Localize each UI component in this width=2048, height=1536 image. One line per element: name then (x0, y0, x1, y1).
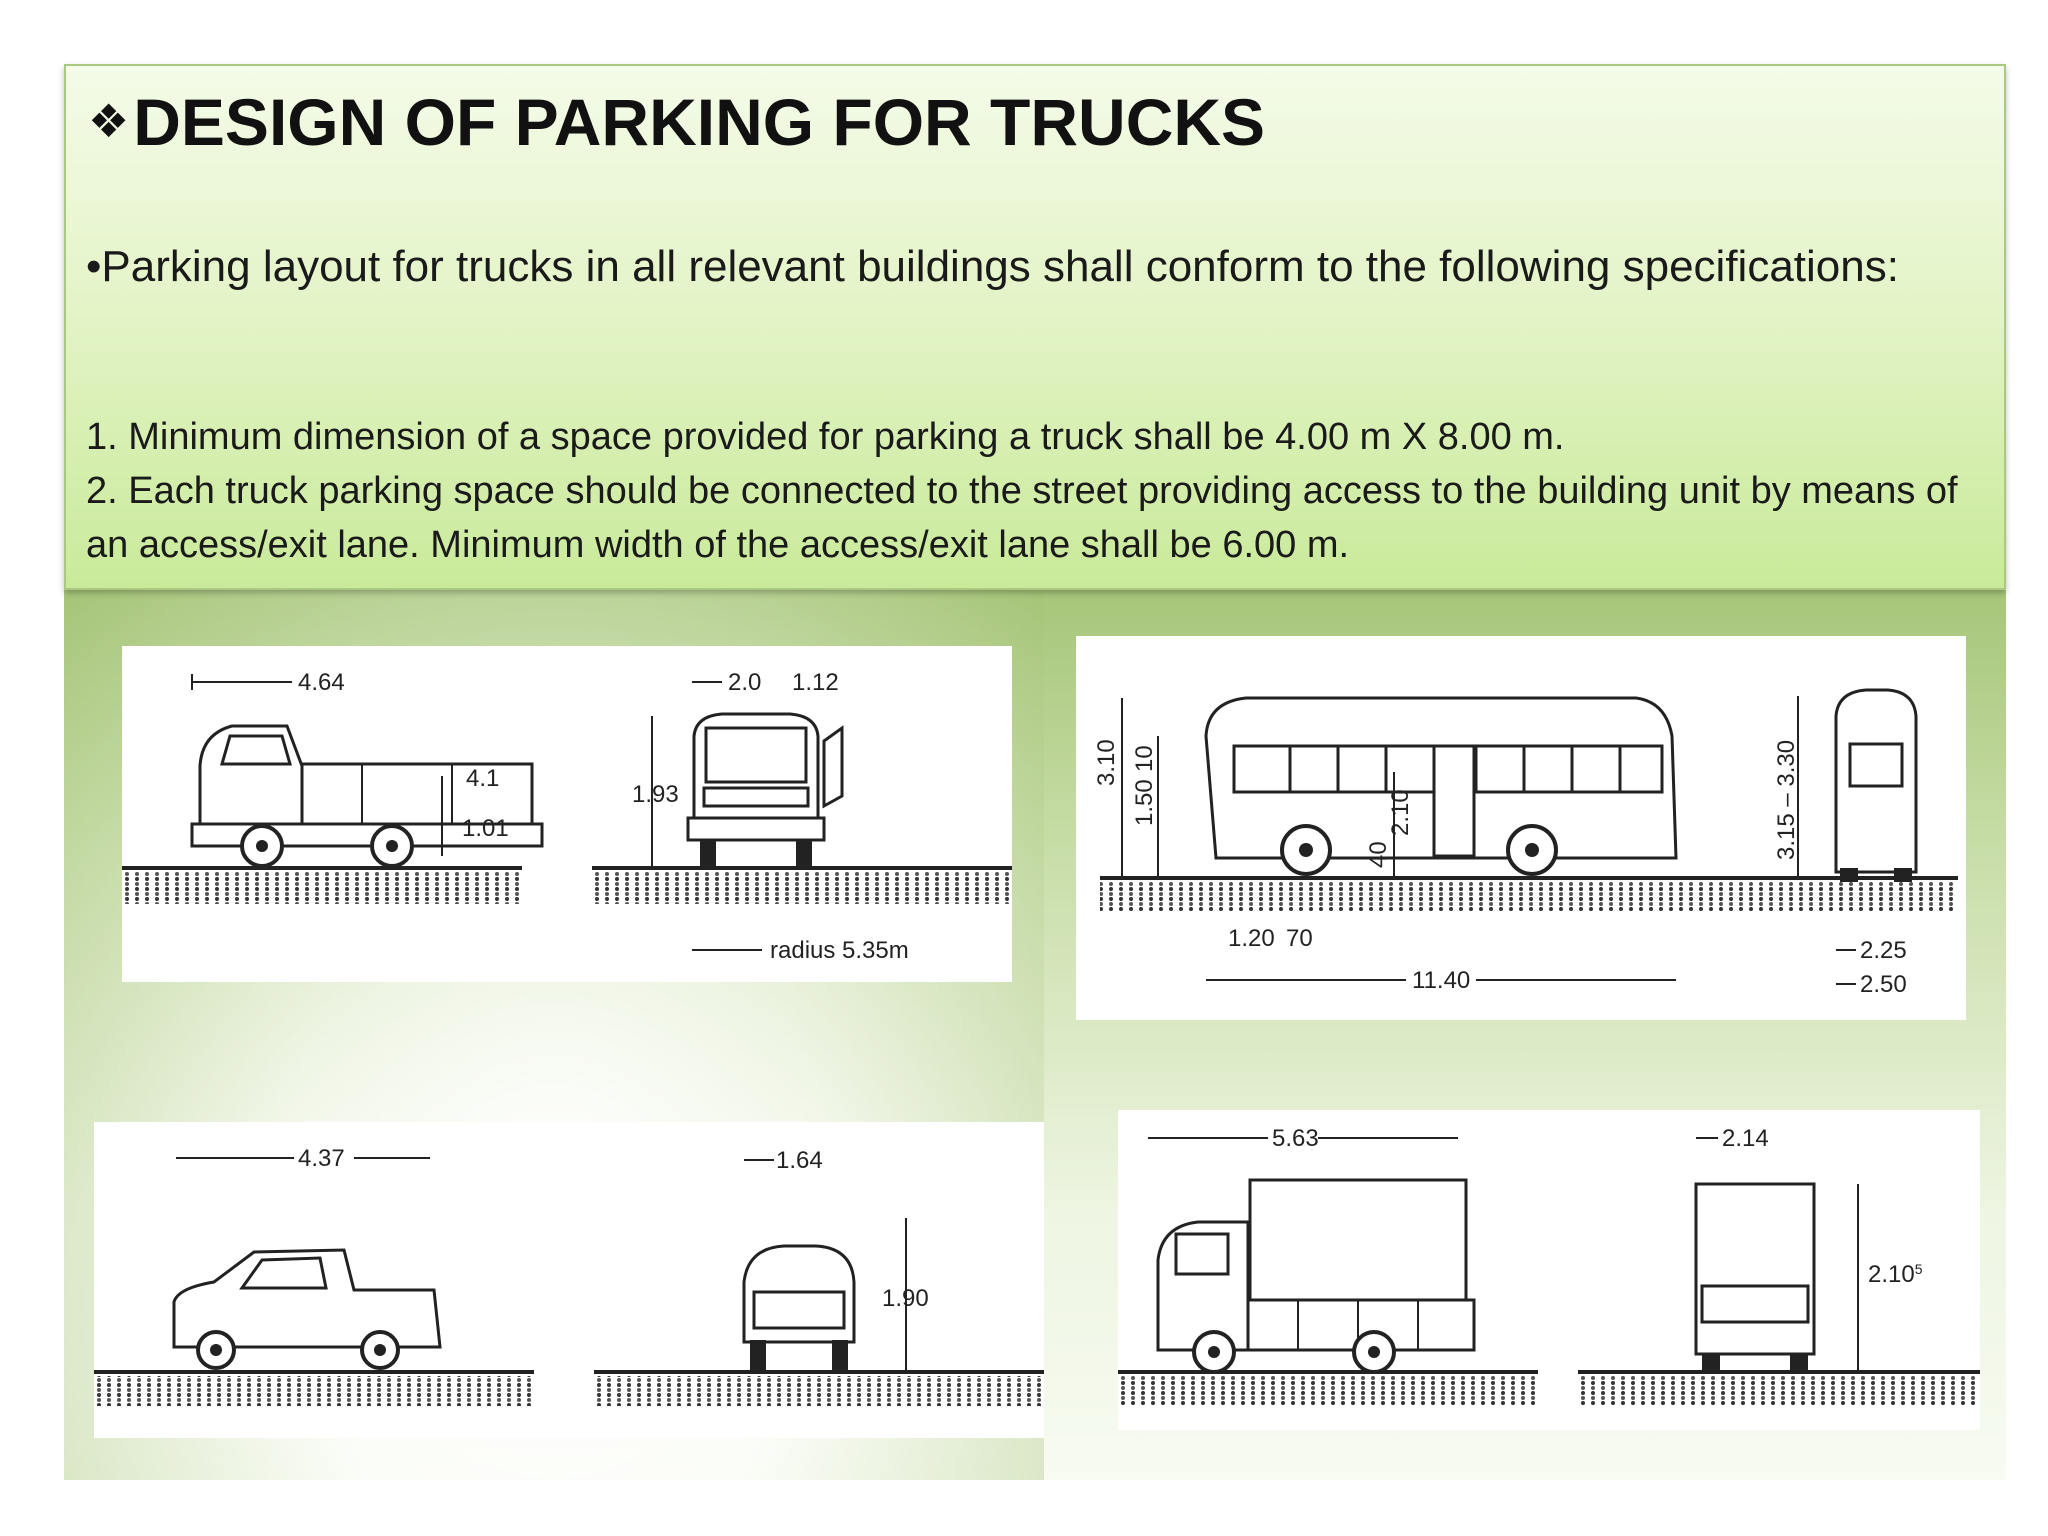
header-box (64, 64, 2006, 590)
dim-bus-height: 3.10 (1093, 739, 1120, 786)
page-title: ❖DESIGN OF PARKING FOR TRUCKS (88, 84, 1265, 160)
dim-bus-length: 11.40 (1412, 967, 1470, 994)
box-truck-rear-drawing (1694, 1182, 1816, 1372)
figure-pickup-car: 4.37 1.64 1.90 (94, 1122, 1044, 1438)
dim-bus-front-overhang: 1.20 (1228, 925, 1275, 952)
spec-item-2: 2. Each truck parking space should be co… (86, 470, 1958, 566)
page-title-text: DESIGN OF PARKING FOR TRUCKS (133, 85, 1266, 159)
dim-van-width: 2.0 (728, 669, 761, 696)
figure-box-truck: 5.63 2.14 2.105 (1118, 1110, 1980, 1430)
figure-bus: 3.10 1.50 10 2.10 40 3.15 – 3.30 1.20 70… (1076, 636, 1966, 1020)
dim-bus-step: 40 (1365, 841, 1392, 868)
van-rear-drawing (686, 712, 844, 868)
dim-bus-door: 2.10 (1387, 789, 1414, 836)
pickup-car-side-drawing (172, 1248, 442, 1370)
box-truck-side-drawing (1156, 1178, 1476, 1374)
diamond-bullet-icon: ❖ (88, 94, 130, 148)
dim-pickup-bed: 1.01 (462, 815, 509, 842)
dim-box-truck-width: 2.14 (1722, 1125, 1769, 1152)
dim-box-truck-height: 2.105 (1868, 1261, 1923, 1288)
dim-pickup-car-height: 1.90 (882, 1285, 929, 1312)
spec-item-1: 1. Minimum dimension of a space provided… (86, 416, 1565, 458)
bus-side-drawing (1204, 696, 1678, 876)
dim-van-door: 1.12 (792, 669, 839, 696)
dim-pickup-side: 4.1 (466, 765, 499, 792)
dim-van-radius: radius 5.35m (770, 937, 909, 964)
dim-bus-front-extra: 70 (1286, 925, 1313, 952)
dim-pickup-car-width: 1.64 (776, 1147, 823, 1174)
dim-bus-floor: 1.50 (1131, 779, 1158, 826)
dim-bus-width-b: 2.50 (1860, 971, 1907, 998)
dim-van-height: 1.93 (632, 781, 679, 808)
small-pickup-truck-drawing (190, 724, 544, 868)
pickup-car-rear-drawing (742, 1244, 856, 1370)
dim-box-truck-length: 5.63 (1272, 1125, 1319, 1152)
bus-rear-drawing (1834, 688, 1918, 882)
figure-small-truck-van: 4.64 4.1 1.01 2.0 1.12 1.93 radius 5.35m (122, 646, 1012, 982)
dim-pickup-car-length: 4.37 (298, 1145, 345, 1172)
intro-paragraph: •Parking layout for trucks in all releva… (86, 242, 1899, 291)
dim-pickup-length: 4.64 (298, 669, 345, 696)
dim-bus-width-a: 2.25 (1860, 937, 1907, 964)
dim-bus-floor-extra: 10 (1131, 745, 1158, 772)
dim-bus-rear-height: 3.15 – 3.30 (1773, 740, 1800, 860)
